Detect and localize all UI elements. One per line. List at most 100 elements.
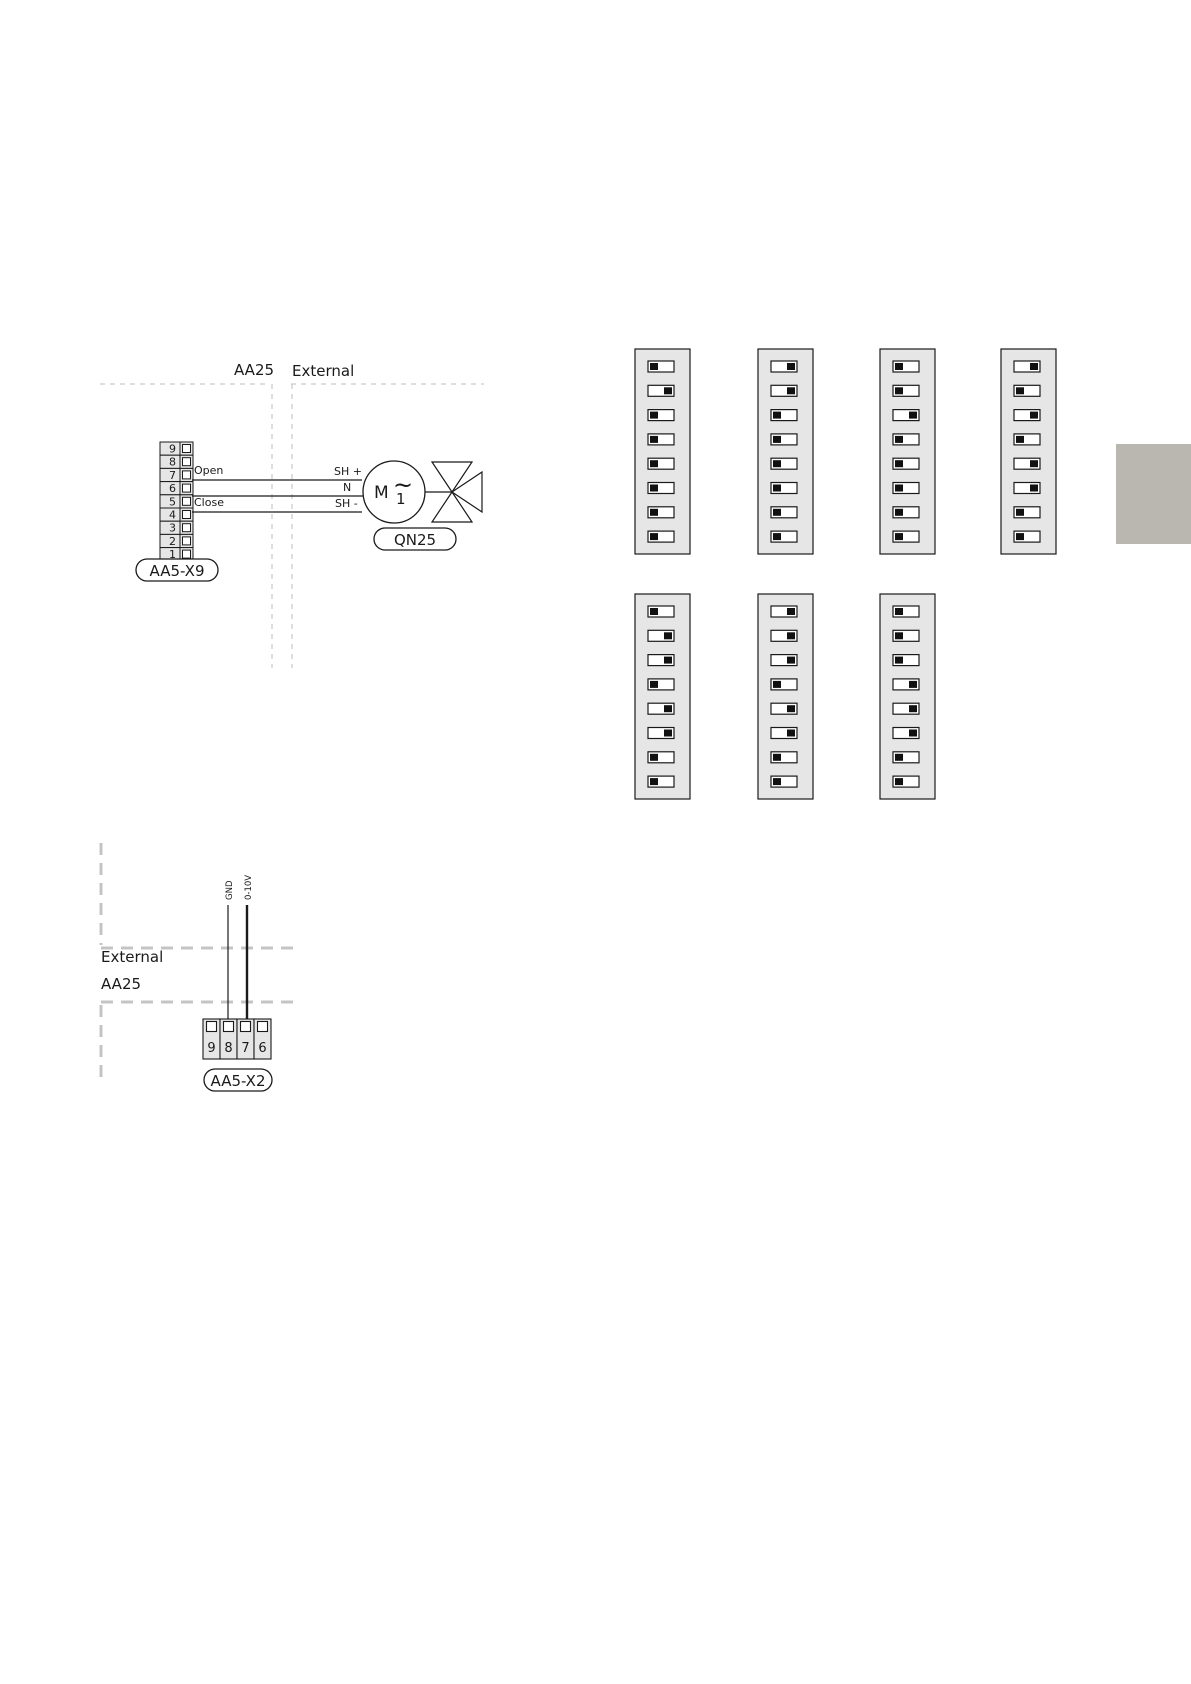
dip-switch: [648, 728, 674, 739]
terminal-x2-7: 7: [237, 1019, 254, 1059]
terminal-number: 7: [241, 1041, 249, 1056]
dip-switch: [1014, 434, 1040, 445]
dip-switch: [1014, 458, 1040, 469]
wire-label-sh-plus: SH +: [334, 465, 362, 478]
dip-switch: [648, 776, 674, 787]
terminal-x2-9: 9: [203, 1019, 220, 1059]
zone-label-aa25: AA25: [101, 975, 141, 993]
terminal-x9-3: 3: [160, 521, 193, 535]
dip-switch: [648, 606, 674, 617]
dip-switch: [648, 679, 674, 690]
dip-switch: [893, 434, 919, 445]
terminal-number: 2: [169, 535, 176, 548]
wire-label-gnd: GND: [225, 880, 235, 900]
dip-switch: [893, 679, 919, 690]
motor-letter: M: [374, 483, 389, 503]
zone-label-external: External: [292, 362, 354, 380]
dip-switch-panel-3: [880, 349, 935, 554]
dip-switch: [771, 434, 797, 445]
dip-switch: [771, 679, 797, 690]
dip-switch-settings: [635, 349, 1056, 799]
dip-switch: [771, 458, 797, 469]
zone-label-external: External: [101, 948, 163, 966]
terminal-x9-6: 6: [160, 482, 193, 496]
terminal-number: 9: [169, 443, 176, 456]
terminal-number: 7: [169, 469, 176, 482]
dip-switch: [771, 507, 797, 518]
terminal-block-x2-name: AA5-X2: [211, 1072, 266, 1090]
dip-switch: [648, 703, 674, 714]
valve-name: QN25: [394, 531, 436, 549]
terminal-block-x9-name: AA5-X9: [150, 562, 205, 580]
dip-switch: [893, 630, 919, 641]
dip-switch: [771, 531, 797, 542]
dip-switch: [648, 531, 674, 542]
dip-switch: [648, 361, 674, 372]
terminal-x9-7: 7: [160, 468, 193, 482]
dip-switch: [893, 507, 919, 518]
dip-switch: [893, 776, 919, 787]
wire-label-sh-minus: SH -: [335, 497, 358, 510]
terminal-x9-4: 4: [160, 508, 193, 522]
dip-switch: [1014, 385, 1040, 396]
dip-switch-panel-7: [880, 594, 935, 799]
dip-switch: [771, 728, 797, 739]
dip-switch: [893, 483, 919, 494]
dip-switch-panel-4: [1001, 349, 1056, 554]
dip-switch: [1014, 507, 1040, 518]
dip-switch: [1014, 361, 1040, 372]
dip-switch: [648, 434, 674, 445]
dip-switch: [648, 507, 674, 518]
label-open: Open: [194, 464, 223, 477]
label-close: Close: [194, 496, 224, 509]
dip-switch: [648, 385, 674, 396]
dip-switch: [771, 606, 797, 617]
terminal-x9-5: 5: [160, 495, 193, 509]
dip-switch: [771, 483, 797, 494]
dip-switch: [893, 531, 919, 542]
zone-label-aa25: AA25: [234, 361, 274, 379]
terminal-x9-9: 9: [160, 442, 193, 456]
dip-switch: [893, 728, 919, 739]
dip-switch-panel-5: [635, 594, 690, 799]
dip-switch: [893, 385, 919, 396]
terminal-x9-8: 8: [160, 455, 193, 469]
terminal-number: 8: [224, 1041, 232, 1056]
dip-switch: [648, 410, 674, 421]
wire-label-n: N: [343, 481, 351, 494]
dip-switch: [893, 606, 919, 617]
dip-switch: [771, 776, 797, 787]
terminal-x9-2: 2: [160, 534, 193, 548]
terminal-number: 3: [169, 522, 176, 535]
dip-switch: [648, 655, 674, 666]
dip-switch: [648, 752, 674, 763]
terminal-number: 5: [169, 495, 176, 508]
dip-switch: [648, 630, 674, 641]
dip-switch: [771, 655, 797, 666]
terminal-number: 6: [169, 482, 176, 495]
dip-switch: [893, 458, 919, 469]
terminal-number: 8: [169, 456, 176, 469]
dip-switch: [893, 752, 919, 763]
terminal-number: 4: [169, 509, 176, 522]
dip-switch: [771, 630, 797, 641]
dip-switch-panel-2: [758, 349, 813, 554]
dip-switch: [771, 703, 797, 714]
dip-switch: [648, 483, 674, 494]
terminal-number: 6: [258, 1041, 266, 1056]
dip-switch: [771, 410, 797, 421]
terminal-number: 9: [207, 1041, 215, 1056]
terminal-x2-6: 6: [254, 1019, 271, 1059]
dip-switch: [1014, 410, 1040, 421]
dip-switch: [893, 361, 919, 372]
dip-switch: [771, 752, 797, 763]
dip-switch: [1014, 531, 1040, 542]
dip-switch: [893, 410, 919, 421]
dip-switch: [771, 385, 797, 396]
dip-switch: [893, 655, 919, 666]
